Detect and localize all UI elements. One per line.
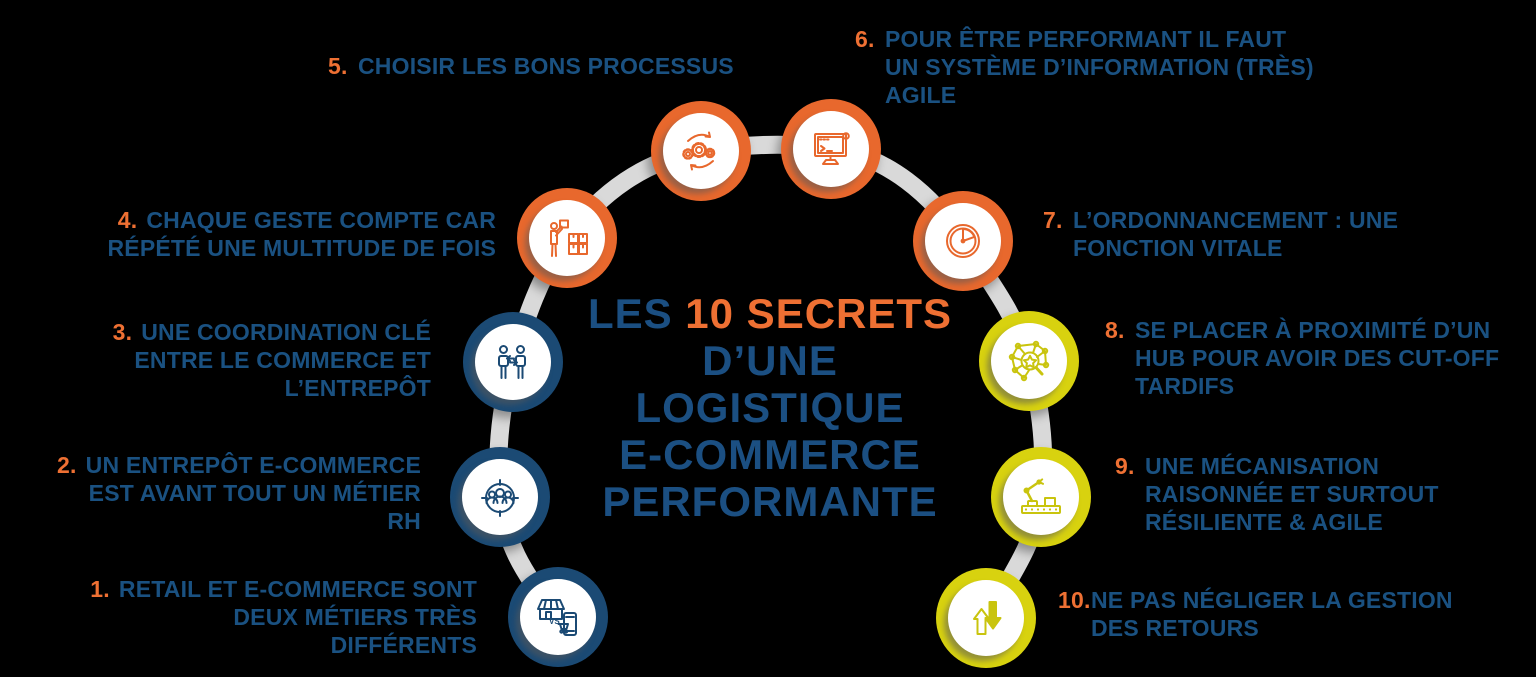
- step-9-number: 9.: [1115, 453, 1135, 479]
- step-7-number: 7.: [1043, 207, 1063, 233]
- main-title-line2: D’UNE: [702, 337, 838, 384]
- step-4-label: 4.CHAQUE GESTE COMPTE CAR RÉPÉTÉ UNE MUL…: [107, 207, 496, 261]
- step-2-circle: [450, 447, 550, 547]
- monitor-terminal-icon: [814, 132, 850, 165]
- step-6-number: 6.: [855, 26, 875, 52]
- step-5-circle: [651, 101, 751, 201]
- step-4-number: 4.: [117, 207, 138, 233]
- step-10-label: 10. NE PAS NÉGLIGER LA GESTION DES RETOU…: [1058, 587, 1453, 641]
- clock-icon: [946, 224, 980, 258]
- step-5-label: 5. CHOISIR LES BONS PROCESSUS: [328, 53, 734, 79]
- step-1-circle: VS: [508, 567, 608, 667]
- step-2-number: 2.: [57, 452, 77, 478]
- robot-arm-icon: [1021, 478, 1061, 514]
- main-title-line3: LOGISTIQUE: [635, 384, 905, 431]
- step-3-label: 3.UNE COORDINATION CLÉ ENTRE LE COMMERCE…: [112, 319, 431, 401]
- gears-cycle-icon: [682, 131, 716, 171]
- return-arrows-icon: [973, 601, 1002, 635]
- step-1-number: 1.: [90, 576, 110, 602]
- store-vs-mobile-icon: VS: [537, 599, 577, 636]
- worker-boxes-icon: [550, 219, 588, 257]
- main-title-line1: LES 10 SECRETS: [545, 290, 995, 337]
- step-2-label: 2.UN ENTREPÔT E-COMMERCE EST AVANT TOUT …: [57, 452, 421, 534]
- step-1-label: 1.RETAIL ET E-COMMERCE SONT DEUX MÉTIERS…: [90, 576, 477, 658]
- title-highlight: 10 SECRETS: [685, 290, 953, 337]
- main-title-line5: PERFORMANTE: [602, 478, 938, 525]
- main-title: LES 10 SECRETS D’UNE LOGISTIQUE E-COMMER…: [545, 290, 995, 525]
- step-6-label: 6. POUR ÊTRE PERFORMANT IL FAUT UN SYSTÈ…: [855, 26, 1314, 108]
- step-9-label: 9. UNE MÉCANISATION RAISONNÉE ET SURTOUT…: [1115, 453, 1439, 535]
- step-10-number: 10.: [1058, 587, 1091, 613]
- step-6-circle: [781, 99, 881, 199]
- step-9-circle: [991, 447, 1091, 547]
- step-8-label: 8. SE PLACER À PROXIMITÉ D’UN HUB POUR A…: [1105, 317, 1500, 399]
- svg-text:VS: VS: [549, 617, 560, 626]
- step-7-label: 7. L’ORDONNANCEMENT : UNE FONCTION VITAL…: [1043, 207, 1399, 261]
- team-target-icon: [481, 479, 519, 517]
- step-3-number: 3.: [112, 319, 133, 345]
- title-prefix: LES: [587, 290, 686, 337]
- step-4-circle: [517, 188, 617, 288]
- step-10-circle: [936, 568, 1036, 668]
- step-8-number: 8.: [1105, 317, 1125, 343]
- step-7-circle: [913, 191, 1013, 291]
- people-exchange-icon: [498, 345, 526, 379]
- step-5-number: 5.: [328, 53, 348, 79]
- main-title-line4: E-COMMERCE: [619, 431, 921, 478]
- step-3-circle: [463, 312, 563, 412]
- step-8-circle: [979, 311, 1079, 411]
- hub-network-icon: [1008, 340, 1050, 382]
